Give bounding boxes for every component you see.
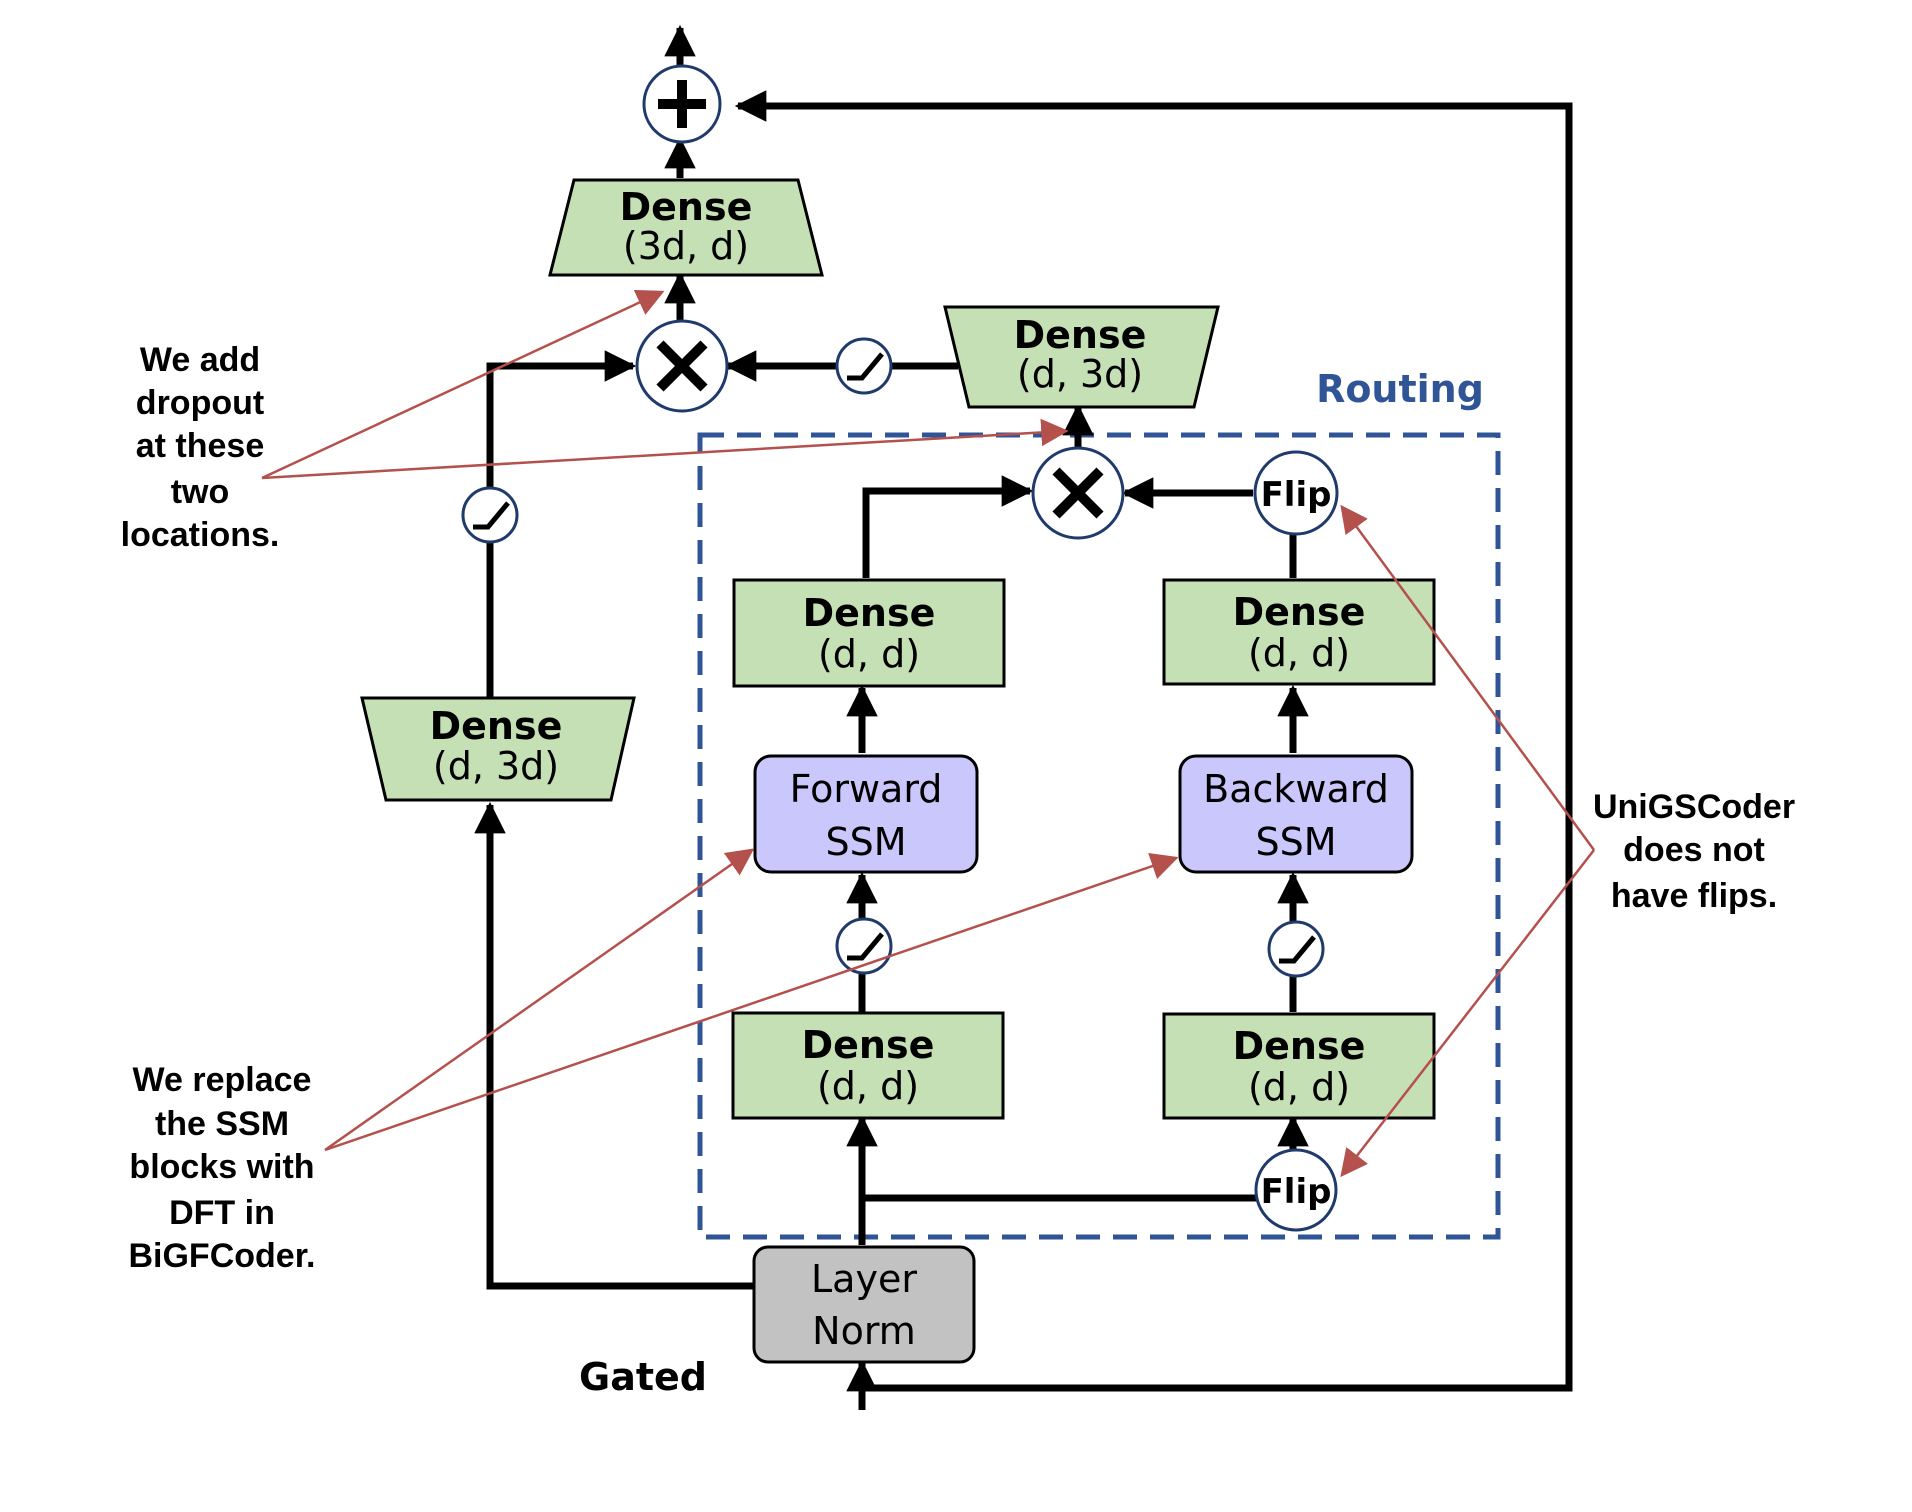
gate-branch-to-multiply [486,350,637,698]
forward-ssm-line2: SSM [825,820,906,864]
activation-backward-icon [1279,935,1316,964]
dropout-line-3: at these [136,427,265,465]
dense-backward-bottom-block: Dense (d, d) [1162,1012,1436,1120]
layer-norm-line2: Norm [812,1309,916,1353]
flip-top-label: Flip [1261,475,1332,515]
flips-line-3: have flips. [1611,877,1777,915]
flip-arrow-bottom [1340,849,1595,1178]
dense-left-title: Dense [430,704,563,748]
dense-backward-bottom-title: Dense [1233,1024,1366,1068]
gated-label: Gated [579,1355,707,1399]
backward-ssm-line1: Backward [1203,767,1389,811]
activation-node-mid [835,337,893,395]
flips-annotation: UniGSCoder does not have flips. [1593,788,1795,915]
backward-ssm-line2: SSM [1255,820,1336,864]
ssm-line-4: DFT in [169,1194,275,1232]
connections [474,24,1573,1410]
dense-top-dims: (3d, d) [623,224,749,268]
dropout-line-4: two [171,473,230,511]
dense-backward-top-dims: (d, d) [1248,631,1350,675]
ssm-arrow-backward [324,853,1179,1152]
multiply-top-node [635,319,729,413]
layer-norm-line1: Layer [811,1257,917,1301]
ssm-arrow-forward [324,848,755,1152]
flips-line-1: UniGSCoder [1593,788,1795,826]
dropout-arrow-2 [261,418,1069,480]
dense-backward-top-title: Dense [1233,590,1366,634]
backward-ssm-block: Backward SSM [1178,754,1414,874]
routing-region [697,432,1501,1240]
multiply-routing-node [1031,446,1125,540]
layer-norm-block: Layer Norm [752,1245,976,1364]
activation-node-backward [1267,920,1325,978]
dense-backward-bottom-dims: (d, d) [1248,1065,1350,1109]
flip-bottom-node: Flip [1254,1148,1338,1232]
ssm-line-1: We replace [133,1061,312,1099]
dense-backward-top-block: Dense (d, d) [1162,578,1436,686]
dense-top-title: Dense [620,185,753,229]
forward-ssm-block: Forward SSM [753,754,979,874]
layernorm-to-left-dense [474,801,754,1290]
forward-ssm-line1: Forward [790,767,943,811]
multiply-routing-icon [1052,467,1104,519]
routing-label: Routing [1316,367,1484,411]
multiply-top-icon [656,340,708,392]
ssm-line-3: blocks with [129,1148,314,1186]
dense-forward-top-dims: (d, d) [818,632,920,676]
dense-left-dims: (d, 3d) [433,744,559,788]
annotation-arrows [261,289,1596,1178]
dense-forward-top-block: Dense (d, d) [732,578,1006,688]
dense-forward-top-title: Dense [803,591,936,635]
residual-path [734,90,1573,1392]
activation-node-left [461,486,519,544]
ssm-line-2: the SSM [155,1105,289,1143]
dense-forward-bottom-block: Dense (d, d) [731,1011,1005,1120]
dense-top-block: Dense (3d, d) [548,178,824,277]
ssm-line-5: BiGFCoder. [128,1237,315,1275]
dense-forward-bottom-title: Dense [802,1023,935,1067]
dense-mid-right-dims: (d, 3d) [1017,352,1143,396]
dense-mid-right-block: Dense (d, 3d) [943,305,1220,409]
flips-line-2: does not [1623,831,1765,869]
ssm-annotation: We replace the SSM blocks with DFT in Bi… [128,1061,315,1275]
dropout-arrow-1 [261,289,665,480]
flip-bottom-label: Flip [1261,1172,1332,1212]
dropout-annotation: We add dropout at these two locations. [121,341,280,554]
plus-icon [658,80,706,128]
dropout-line-1: We add [140,341,260,379]
dense-mid-right-title: Dense [1014,313,1147,357]
flip-arrow-top [1340,504,1596,851]
dropout-line-2: dropout [136,384,264,422]
flip-top-node: Flip [1253,450,1339,536]
dense-left-block: Dense (d, 3d) [360,696,636,802]
dropout-line-5: locations. [121,516,280,554]
activation-mid-icon [847,352,884,381]
activation-left-icon [473,501,510,530]
fwd-dense-to-routing-multiply [862,475,1034,578]
activation-forward-icon [847,932,884,961]
plus-node [642,64,722,144]
dense-forward-bottom-dims: (d, d) [817,1064,919,1108]
